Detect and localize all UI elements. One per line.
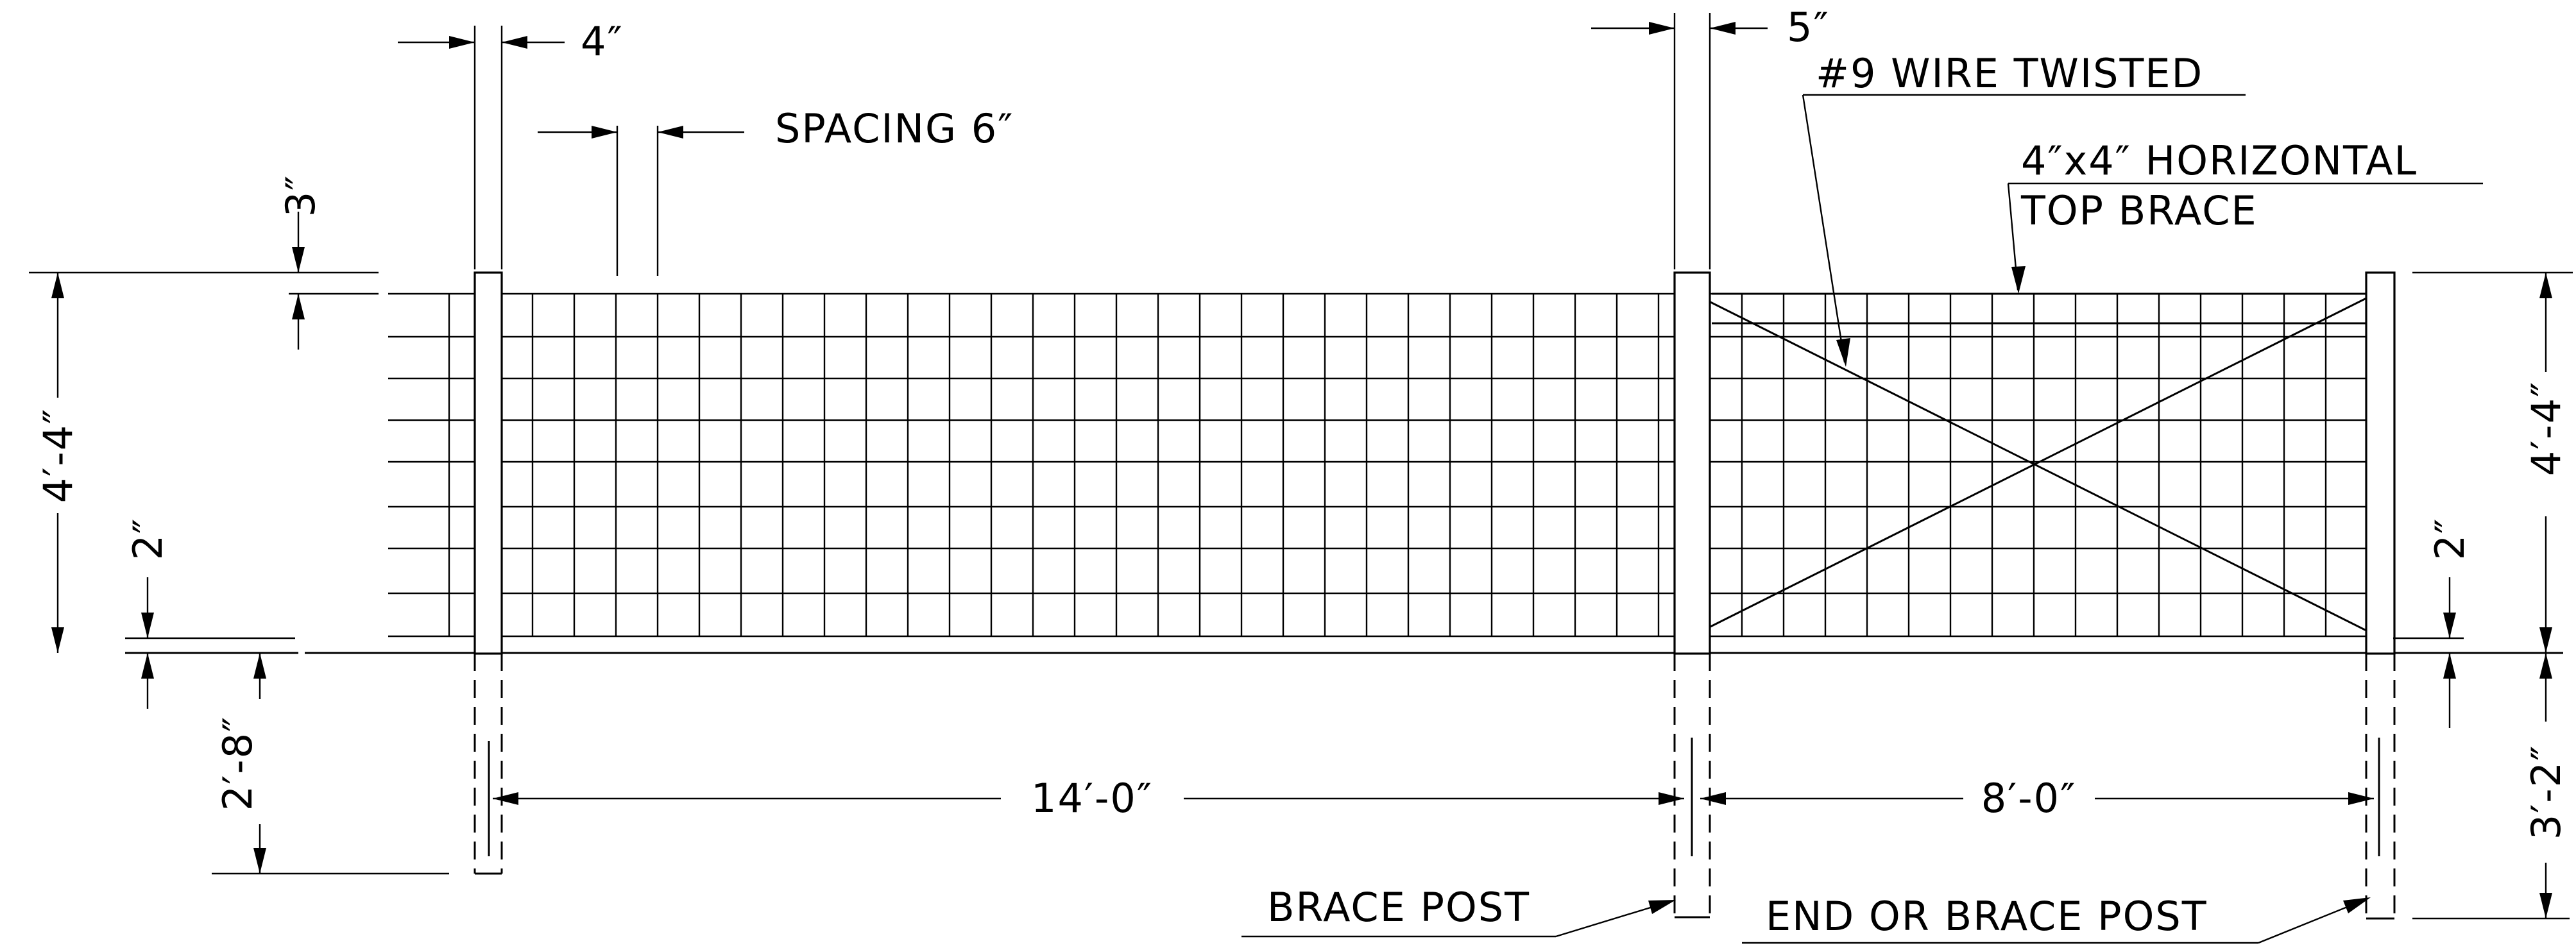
height-right-label: 4′-4″ [2523, 381, 2570, 477]
span-right-label: 8′-0″ [1981, 775, 2077, 822]
wire-mesh [388, 292, 2374, 638]
brace-post [1673, 271, 1711, 918]
end-post-callout: END OR BRACE POST [1742, 893, 2371, 944]
spacing-dimension: SPACING 6″ [538, 105, 1014, 276]
brace-post-callout: BRACE POST [1241, 884, 1676, 938]
brace-post-width-label: 5″ [1787, 4, 1830, 51]
top-brace-callout: 4″x4″ HORIZONTAL TOP BRACE [2007, 137, 2483, 294]
brace-post-label: BRACE POST [1267, 884, 1530, 931]
top-gap-label: 3″ [277, 174, 324, 217]
height-left-label: 4′-4″ [35, 408, 81, 504]
span-dimensions: 14′-0″ 8′-0″ [493, 775, 2374, 822]
end-post-label: END OR BRACE POST [1766, 893, 2208, 940]
bottom-gap-right-label: 2″ [2427, 518, 2473, 561]
top-brace-label-line1: 4″x4″ HORIZONTAL [2021, 137, 2418, 184]
brace-post-width-dimension: 5″ [1591, 4, 1830, 269]
post-width-label: 4″ [581, 18, 624, 65]
horizontal-top-brace [1712, 292, 2369, 325]
embed-left-label: 2′-8″ [214, 716, 261, 811]
right-vertical-dimensions: 4′-4″ 2″ 3′-2″ [2393, 271, 2573, 920]
embed-right-label: 3′-2″ [2523, 745, 2570, 840]
top-brace-label-line2: TOP BRACE [2020, 187, 2258, 234]
spacing-label: SPACING 6″ [775, 105, 1014, 152]
wire-label: #9 WIRE TWISTED [1816, 50, 2203, 97]
wire-callout: #9 WIRE TWISTED [1802, 50, 2246, 367]
twisted-wire-brace [1693, 292, 2376, 636]
post-width-dimension: 4″ [398, 18, 624, 269]
span-left-label: 14′-0″ [1031, 775, 1153, 822]
line-post-left [473, 271, 503, 875]
left-vertical-dimensions: 3″ 4′-4″ 2″ 2′-8″ [29, 174, 449, 875]
bottom-gap-left-label: 2″ [124, 518, 171, 561]
end-post [2365, 271, 2396, 920]
